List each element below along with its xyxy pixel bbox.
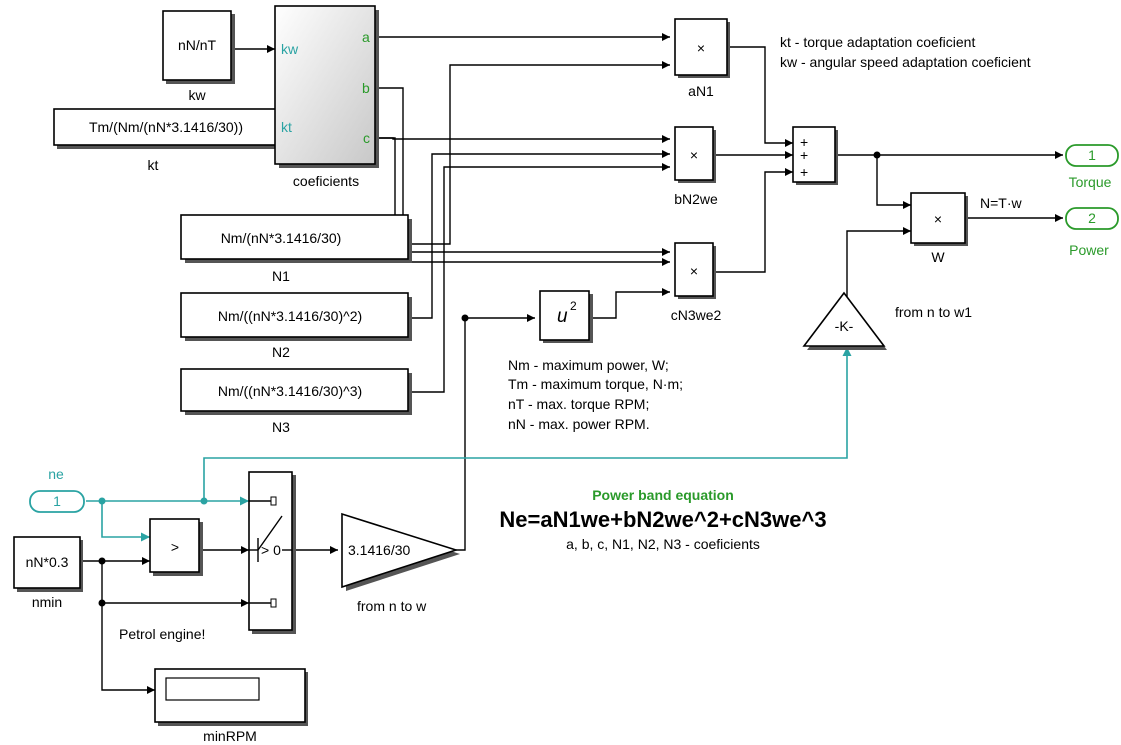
inport-ne[interactable]: 1 ne — [29, 466, 85, 513]
switch-threshold: > 0 — [261, 542, 281, 558]
sum-plus-1: + — [800, 134, 808, 150]
display-minRPM-block[interactable]: minRPM — [154, 668, 308, 744]
aN1-label: aN1 — [688, 83, 714, 99]
constant-nN-nT-value: nN/nT — [178, 37, 217, 53]
constant-N3-block[interactable]: Nm/((nN*3.1416/30)^3) N3 — [180, 368, 412, 435]
product-cN3we2-symbol: × — [690, 263, 698, 279]
coef-out-b: b — [362, 80, 370, 96]
equation-main: Ne=aN1we+bN2we^2+cN3we^3 — [499, 507, 826, 532]
outport-power-label: Power — [1069, 242, 1109, 258]
note-nm: Nm - maximum power, W; — [508, 357, 669, 373]
equation-subtitle: a, b, c, N1, N2, N3 - coeficients — [566, 536, 760, 552]
teal-signal-lines — [86, 347, 852, 542]
product-bN2we-block[interactable]: × bN2we — [674, 126, 718, 207]
power-equation-label: N=T·w — [980, 195, 1023, 211]
kw-label: kw — [188, 87, 206, 103]
constant-kt-block[interactable]: Tm/(Nm/(nN*3.1416/30)) kt — [53, 108, 283, 173]
gain-K-block[interactable]: -K- from n to w1 — [802, 291, 972, 350]
sum-block[interactable]: + + + — [792, 126, 838, 185]
signal-lines — [80, 33, 1063, 694]
compare-symbol: > — [171, 539, 179, 555]
equation-title: Power band equation — [592, 487, 734, 503]
product-aN1-block[interactable]: × aN1 — [674, 18, 730, 99]
outport-torque[interactable]: 1 Torque — [1065, 144, 1119, 190]
outport-torque-number: 1 — [1088, 147, 1096, 163]
square-block[interactable]: u 2 — [539, 290, 593, 343]
inport-ne-number: 1 — [53, 493, 61, 509]
product-W-symbol: × — [934, 211, 942, 227]
constant-nmin-block[interactable]: nN*0.3 nmin — [13, 536, 83, 610]
constant-nN-nT-block[interactable]: nN/nT kw — [162, 10, 235, 103]
product-bN2we-symbol: × — [690, 147, 698, 163]
square-symbol: u — [557, 306, 568, 327]
compare-block[interactable]: > — [149, 518, 203, 576]
kt-label: kt — [148, 157, 159, 173]
outport-torque-label: Torque — [1069, 174, 1112, 190]
square-exponent: 2 — [570, 299, 577, 313]
legend-kw: kw - angular speed adaptation coeficient — [780, 54, 1031, 70]
N3-label: N3 — [272, 419, 290, 435]
constant-N2-block[interactable]: Nm/((nN*3.1416/30)^2) N2 — [180, 292, 412, 360]
inport-ne-label: ne — [48, 466, 64, 482]
cN3we2-label: cN3we2 — [671, 307, 722, 323]
note-nt: nT - max. torque RPM; — [508, 396, 649, 412]
sum-plus-3: + — [800, 164, 808, 180]
product-aN1-symbol: × — [697, 40, 705, 56]
constant-N1-value: Nm/(nN*3.1416/30) — [221, 230, 342, 246]
outport-power[interactable]: 2 Power — [1065, 207, 1119, 258]
note-nn: nN - max. power RPM. — [508, 416, 650, 432]
gain-n-to-w-label: from n to w — [357, 598, 427, 614]
W-label: W — [931, 249, 945, 265]
constant-N3-value: Nm/((nN*3.1416/30)^3) — [218, 383, 362, 399]
note-tm: Tm - maximum torque, N·m; — [508, 376, 683, 392]
petrol-engine-note: Petrol engine! — [119, 626, 205, 642]
coef-out-c: c — [363, 130, 370, 146]
nmin-label: nmin — [32, 594, 62, 610]
constant-kt-value: Tm/(Nm/(nN*3.1416/30)) — [89, 119, 243, 135]
constant-N1-block[interactable]: Nm/(nN*3.1416/30) N1 — [180, 214, 412, 284]
product-cN3we2-block[interactable]: × cN3we2 — [671, 242, 722, 323]
coef-in-kw: kw — [281, 41, 299, 57]
coefficients-subsystem[interactable]: kw kt a b c coeficients — [274, 5, 379, 189]
display-minRPM-label: minRPM — [203, 728, 257, 744]
switch-block[interactable]: > 0 — [248, 471, 296, 634]
constant-nmin-value: nN*0.3 — [26, 554, 69, 570]
coefficients-label: coeficients — [293, 173, 359, 189]
legend-kt: kt - torque adaptation coeficient — [780, 34, 975, 50]
bN2we-label: bN2we — [674, 191, 718, 207]
gain-n-to-w-value: 3.1416/30 — [348, 542, 410, 558]
sum-plus-2: + — [800, 147, 808, 163]
coef-out-a: a — [362, 29, 370, 45]
outport-power-number: 2 — [1088, 210, 1096, 226]
gain-K-value: -K- — [835, 318, 854, 334]
gain-K-label: from n to w1 — [895, 304, 972, 320]
product-W-block[interactable]: × W N=T·w — [910, 192, 1023, 265]
N1-label: N1 — [272, 268, 290, 284]
constant-N2-value: Nm/((nN*3.1416/30)^2) — [218, 308, 362, 324]
coef-in-kt: kt — [281, 119, 292, 135]
gain-n-to-w-block[interactable]: 3.1416/30 from n to w — [341, 512, 460, 614]
N2-label: N2 — [272, 344, 290, 360]
